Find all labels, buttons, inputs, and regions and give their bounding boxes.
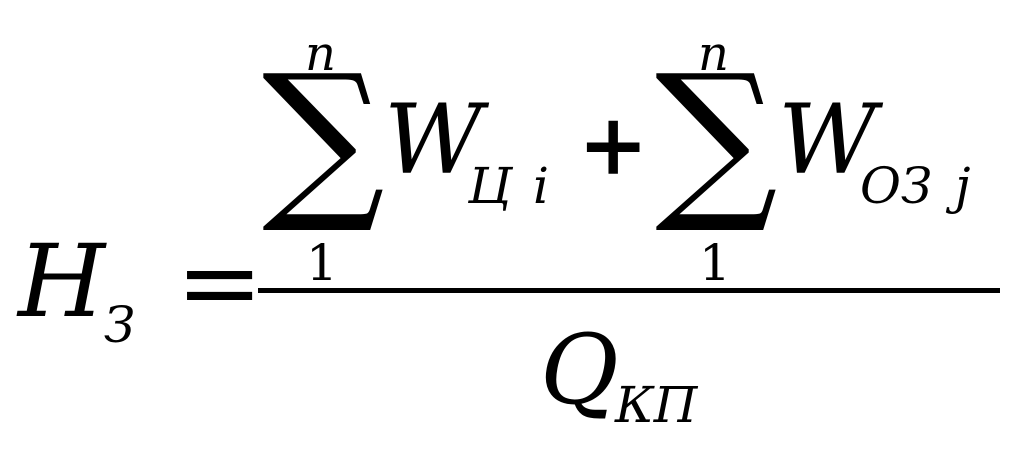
sum2-lower-limit: 1 <box>699 234 731 292</box>
fraction-bar <box>258 288 1000 293</box>
sum2-term-subscript: ОЗ <box>860 157 933 215</box>
plus-sign: + <box>578 95 649 194</box>
sum1-term-index: i <box>533 157 549 215</box>
lhs-symbol: H <box>18 223 106 340</box>
sum2-sigma-symbol: ∑ <box>655 37 778 238</box>
sum2-term-index: j <box>955 157 971 215</box>
equals-sign: = <box>176 221 264 343</box>
sum2-upper-limit: n <box>698 26 729 82</box>
lhs-subscript: З <box>104 296 136 354</box>
sum1-term-subscript: Ц <box>468 157 512 215</box>
denominator-symbol: Q <box>540 314 619 426</box>
sum1-upper-limit: n <box>305 26 336 82</box>
sum1-lower-limit: 1 <box>306 234 338 292</box>
sum1-sigma-symbol: ∑ <box>262 37 385 238</box>
sum1-term: W <box>384 84 483 196</box>
denominator-subscript: КП <box>615 376 698 434</box>
sum2-term: W <box>778 84 877 196</box>
